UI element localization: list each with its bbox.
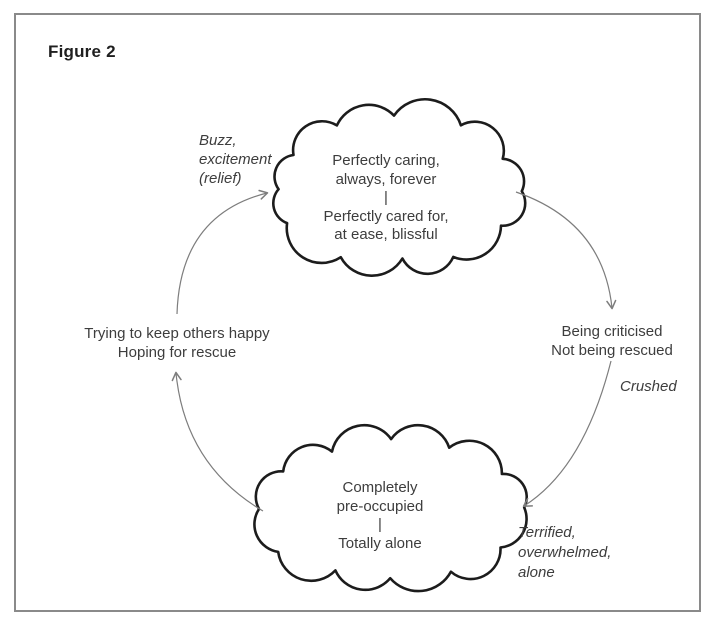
buzz-line: Buzz,	[199, 132, 237, 149]
arrow-left-to-top	[176, 189, 269, 315]
trying-line: Hoping for rescue	[117, 344, 237, 361]
arrow-right-to-bottom	[522, 360, 612, 508]
top-cloud-shape	[271, 98, 527, 278]
crushed-label: Crushed	[620, 378, 677, 395]
bottom-cloud-line: pre-occupied	[336, 497, 424, 515]
terrified-label: Terrified, overwhelmed, alone	[518, 523, 611, 583]
top-cloud-line: Perfectly cared for,	[323, 207, 449, 225]
being-criticised-line: Being criticised	[561, 323, 663, 340]
bottom-cloud-shape	[253, 423, 528, 593]
being-criticised-line: Not being rescued	[551, 342, 673, 359]
trying-line: Trying to keep others happy	[84, 325, 270, 342]
figure-title: Figure 2	[48, 42, 116, 61]
terrified-line: overwhelmed,	[518, 544, 612, 561]
terrified-line: Terrified,	[518, 524, 576, 541]
arrow-bottom-to-left	[171, 371, 264, 512]
bottom-cloud-line: Completely	[342, 479, 418, 496]
bottom-cloud-text: Completely pre-occupied | Totally alone	[270, 479, 490, 553]
top-cloud-line: at ease, blissful	[334, 226, 438, 243]
top-cloud-text: Perfectly caring, always, forever | Perf…	[276, 152, 496, 245]
arrow-top-to-right	[515, 191, 617, 310]
trying-label: Trying to keep others happy Hoping for r…	[52, 324, 302, 362]
buzz-line: (relief)	[199, 170, 242, 187]
top-cloud-separator: |	[384, 189, 388, 206]
buzz-line: excitement	[199, 151, 272, 168]
being-criticised-label: Being criticised Not being rescued	[522, 322, 702, 360]
bottom-cloud-line: Totally alone	[338, 534, 422, 552]
buzz-excitement-label: Buzz, excitement (relief)	[199, 131, 272, 188]
bottom-cloud-separator: |	[378, 516, 382, 533]
top-cloud-line: Perfectly caring,	[332, 152, 440, 169]
top-cloud-line: always, forever	[335, 170, 437, 188]
terrified-line: alone	[518, 564, 555, 581]
